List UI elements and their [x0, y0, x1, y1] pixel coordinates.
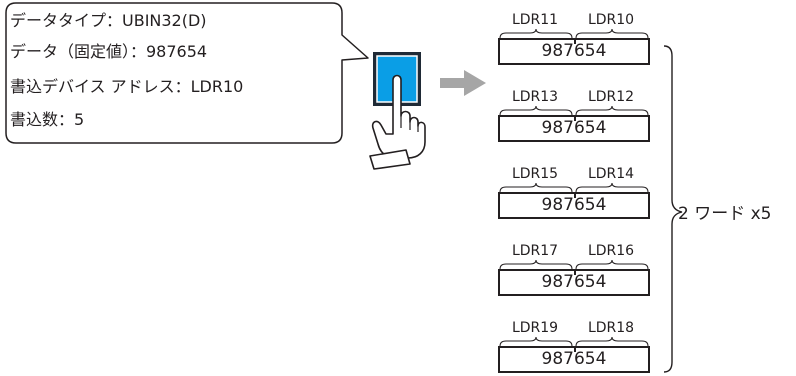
data-value: 987654 — [541, 41, 607, 61]
data-value: 987654 — [541, 195, 607, 215]
data-value: 987654 — [541, 272, 607, 292]
data-value: 987654 — [541, 118, 607, 138]
data-value-box: 987654 — [498, 38, 650, 65]
register-brace — [499, 29, 649, 39]
group-brace — [663, 45, 683, 373]
data-value-box: 987654 — [498, 192, 650, 219]
register-brace — [499, 183, 649, 193]
word-divider — [574, 192, 576, 198]
data-value: 987654 — [541, 349, 607, 369]
register-label-low: LDR14 — [587, 166, 635, 182]
register-label-high: LDR19 — [511, 320, 559, 336]
register-label-low: LDR10 — [587, 12, 635, 28]
callout-data-type: データタイプ：UBIN32(D) — [10, 11, 207, 30]
right-arrow-icon — [440, 70, 486, 96]
group-label: 2 ワード x5 — [678, 204, 772, 224]
word-divider — [574, 115, 576, 121]
data-value-box: 987654 — [498, 115, 650, 142]
callout-fixed-value: データ（固定値）：987654 — [10, 42, 208, 61]
data-value-box: 987654 — [498, 269, 650, 296]
register-label-low: LDR16 — [587, 243, 635, 259]
register-brace — [499, 106, 649, 116]
register-brace — [499, 260, 649, 270]
register-label-low: LDR12 — [587, 89, 635, 105]
register-label-high: LDR13 — [511, 89, 559, 105]
hand-press-icon — [369, 74, 426, 170]
callout-write-address: 書込デバイス アドレス：LDR10 — [10, 77, 244, 96]
register-label-high: LDR15 — [511, 166, 559, 182]
word-divider — [574, 38, 576, 44]
data-value-box: 987654 — [498, 346, 650, 373]
register-brace — [499, 337, 649, 347]
word-divider — [574, 269, 576, 275]
register-label-high: LDR17 — [511, 243, 559, 259]
callout-write-count: 書込数：5 — [10, 110, 85, 129]
word-divider — [574, 346, 576, 352]
register-label-high: LDR11 — [511, 12, 559, 28]
register-label-low: LDR18 — [587, 320, 635, 336]
